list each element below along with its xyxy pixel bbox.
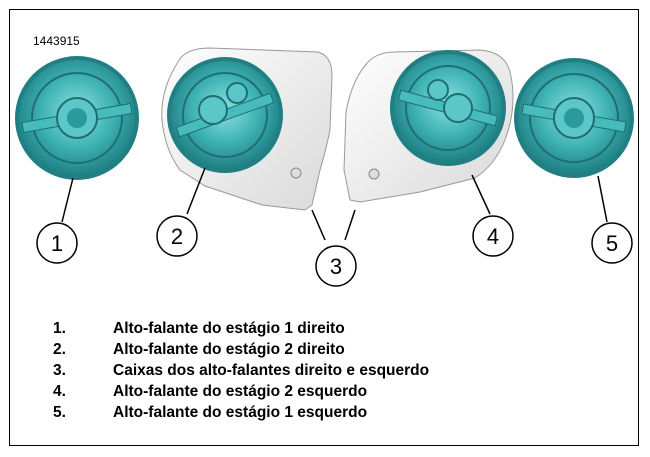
legend-item: 3. Caixas dos alto-falantes direito e esq… (53, 360, 429, 381)
callout-3-label: 3 (330, 254, 342, 279)
callout-4-label: 4 (487, 224, 499, 249)
callout-5-label: 5 (606, 231, 618, 256)
callout-5: 5 (591, 222, 633, 264)
legend-text: Alto-falante do estágio 1 direito (113, 319, 345, 337)
speaker-1 (15, 56, 139, 180)
speaker-4 (390, 50, 506, 166)
enclosure-left-hole (368, 168, 380, 180)
legend-list: 1. Alto-falante do estágio 1 direito 2. Al… (53, 318, 429, 423)
callout-1: 1 (36, 222, 78, 264)
legend-number: 1. (53, 319, 66, 337)
figure-id: 1443915 (33, 34, 80, 48)
legend-number: 2. (53, 340, 66, 358)
enclosure-right-hole (290, 167, 302, 179)
legend-item: 1. Alto-falante do estágio 1 direito (53, 318, 429, 339)
legend-text: Caixas dos alto-falantes direito e esque… (113, 361, 430, 379)
legend-number: 4. (53, 382, 66, 400)
legend-text: Alto-falante do estágio 2 esquerdo (113, 382, 368, 400)
legend-item: 2. Alto-falante do estágio 2 direito (53, 339, 429, 360)
legend-text: Alto-falante do estágio 1 esquerdo (113, 403, 368, 421)
leader-lines (61, 167, 608, 241)
callout-3: 3 (315, 245, 357, 287)
legend-number: 5. (53, 403, 66, 421)
callout-2: 2 (156, 215, 198, 257)
legend-number: 3. (53, 361, 66, 379)
callout-4: 4 (472, 215, 514, 257)
callout-1-label: 1 (51, 231, 63, 256)
speaker-2 (167, 57, 283, 173)
legend-text: Alto-falante do estágio 2 direito (113, 340, 345, 358)
legend-item: 4. Alto-falante do estágio 2 esquerdo (53, 381, 429, 402)
callout-2-label: 2 (171, 224, 183, 249)
speaker-5 (514, 58, 634, 178)
legend-item: 5. Alto-falante do estágio 1 esquerdo (53, 402, 429, 423)
